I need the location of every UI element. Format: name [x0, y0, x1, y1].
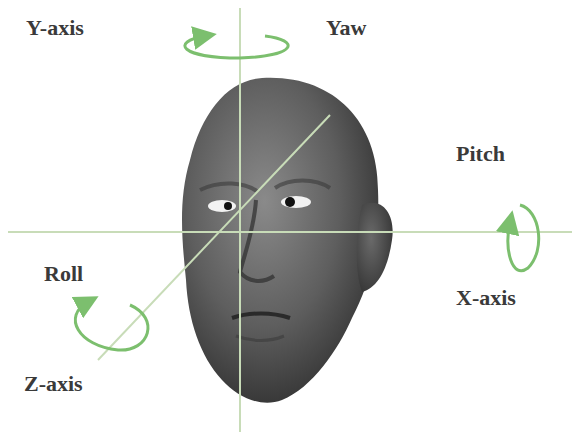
axis-label: X-axis	[456, 286, 516, 310]
axis-label: Pitch	[456, 142, 505, 166]
axis-label: Yaw	[326, 16, 366, 40]
axis-label: Y-axis	[26, 16, 84, 40]
axis-label: Roll	[44, 262, 83, 286]
axis-label: Z-axis	[24, 372, 83, 396]
